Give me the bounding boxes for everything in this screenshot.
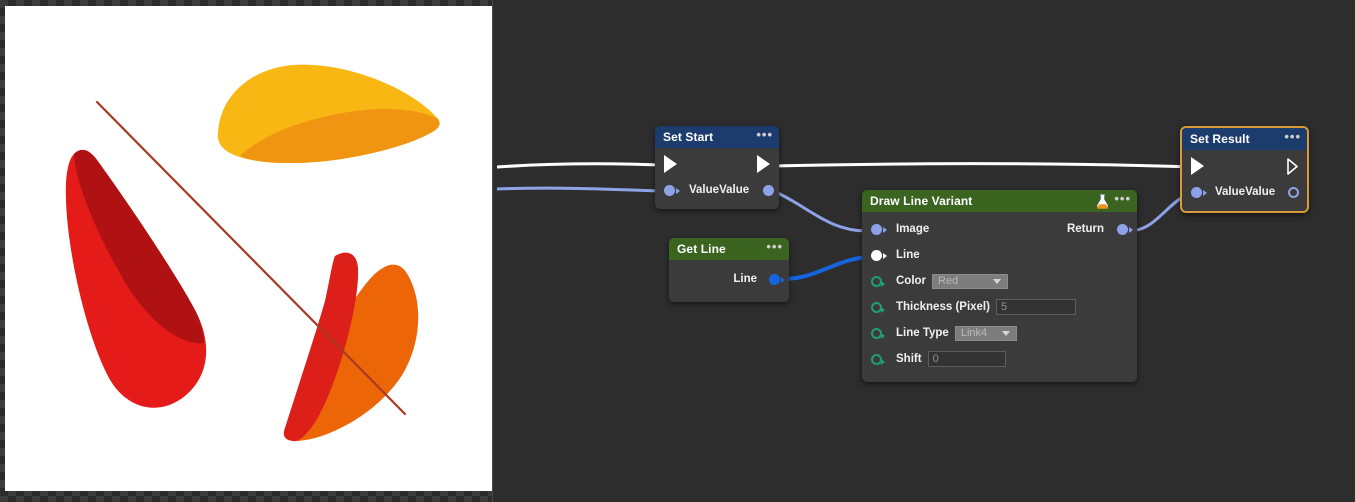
line-in-pin[interactable] <box>871 250 882 261</box>
node-menu-icon[interactable]: ••• <box>1284 134 1301 145</box>
line-type-dropdown-value: Link4 <box>961 327 994 339</box>
thickness-label: Thickness (Pixel) <box>896 301 990 313</box>
line-type-dropdown[interactable]: Link4 <box>955 326 1017 341</box>
value-in-pin[interactable] <box>664 185 675 196</box>
chevron-down-icon <box>993 279 1001 284</box>
thickness-input-value: 5 <box>1001 301 1007 313</box>
exec-in-pin[interactable] <box>1191 157 1204 175</box>
node-draw-line-variant[interactable]: Draw Line Variant ••• Image Return <box>862 190 1137 382</box>
wire-exec-start-to-result <box>774 164 1194 167</box>
thickness-in-pin[interactable] <box>871 302 882 313</box>
value-row: Value Value <box>655 177 779 203</box>
node-get-line[interactable]: Get Line ••• Line <box>669 238 789 302</box>
blueprint-graph-canvas[interactable]: Set Start ••• Value Value <box>497 0 1355 502</box>
color-label: Color <box>896 275 926 287</box>
row-thickness: Thickness (Pixel) 5 <box>862 294 1137 320</box>
row-line: Line <box>862 242 1137 268</box>
line-type-in-pin[interactable] <box>871 328 882 339</box>
color-dropdown[interactable]: Red <box>932 274 1008 289</box>
line-out-label: Line <box>733 273 757 285</box>
node-set-start[interactable]: Set Start ••• Value Value <box>655 126 779 209</box>
value-out-pin[interactable] <box>1288 187 1299 198</box>
return-label: Return <box>1067 223 1104 235</box>
image-label: Image <box>896 223 929 235</box>
row-shift: Shift 0 <box>862 346 1137 372</box>
node-set-start-title: Set Start <box>663 130 756 144</box>
wire-value-start-to-image <box>773 191 867 231</box>
node-draw-line-variant-header[interactable]: Draw Line Variant ••• <box>862 190 1137 212</box>
node-get-line-title: Get Line <box>677 242 766 256</box>
return-out-pin[interactable] <box>1117 224 1128 235</box>
shift-input-value: 0 <box>933 353 939 365</box>
thickness-input[interactable]: 5 <box>996 299 1076 315</box>
exec-in-pin[interactable] <box>664 155 677 173</box>
shift-input[interactable]: 0 <box>928 351 1006 367</box>
preview-artwork <box>5 6 492 491</box>
node-set-start-body: Value Value <box>655 148 779 209</box>
node-get-line-body: Line <box>669 260 789 302</box>
node-set-result-title: Set Result <box>1190 132 1284 146</box>
node-set-start-header[interactable]: Set Start ••• <box>655 126 779 148</box>
image-preview-canvas[interactable] <box>5 6 492 491</box>
value-out-label: Value <box>1245 186 1275 198</box>
line-out-pin[interactable] <box>769 274 780 285</box>
exec-out-pin[interactable] <box>1287 158 1298 175</box>
shift-label: Shift <box>896 353 922 365</box>
node-menu-icon[interactable]: ••• <box>756 132 773 143</box>
wire-line-getline-to-line <box>784 257 870 279</box>
exec-out-pin[interactable] <box>757 155 770 173</box>
node-get-line-header[interactable]: Get Line ••• <box>669 238 789 260</box>
value-out-pin[interactable] <box>763 185 774 196</box>
exec-row <box>655 151 779 177</box>
flask-icon <box>1096 194 1109 209</box>
value-in-pin[interactable] <box>1191 187 1202 198</box>
node-set-result-header[interactable]: Set Result ••• <box>1182 128 1307 150</box>
node-draw-line-variant-body: Image Return Line Color Red <box>862 212 1137 382</box>
exec-row <box>1182 153 1307 179</box>
image-in-pin[interactable] <box>871 224 882 235</box>
line-type-label: Line Type <box>896 327 949 339</box>
value-in-label: Value <box>1215 186 1245 198</box>
wire-exec-in <box>497 164 660 167</box>
chevron-down-icon <box>1002 331 1010 336</box>
row-color: Color Red <box>862 268 1137 294</box>
wire-value-in <box>497 188 660 191</box>
row-line-type: Line Type Link4 <box>862 320 1137 346</box>
node-menu-icon[interactable]: ••• <box>1114 196 1131 207</box>
node-set-result-body: Value Value <box>1182 150 1307 211</box>
node-draw-line-variant-title: Draw Line Variant <box>870 194 1096 208</box>
node-menu-icon[interactable]: ••• <box>766 244 783 255</box>
value-out-label: Value <box>719 184 749 196</box>
color-dropdown-value: Red <box>938 275 985 287</box>
color-in-pin[interactable] <box>871 276 882 287</box>
value-row: Value Value <box>1182 179 1307 205</box>
node-set-result[interactable]: Set Result ••• Value Val <box>1180 126 1309 213</box>
value-in-label: Value <box>689 184 719 196</box>
row-image: Image Return <box>862 216 1137 242</box>
line-label: Line <box>896 249 920 261</box>
line-out-row: Line <box>669 266 789 292</box>
image-preview-panel <box>0 0 497 502</box>
shift-in-pin[interactable] <box>871 354 882 365</box>
